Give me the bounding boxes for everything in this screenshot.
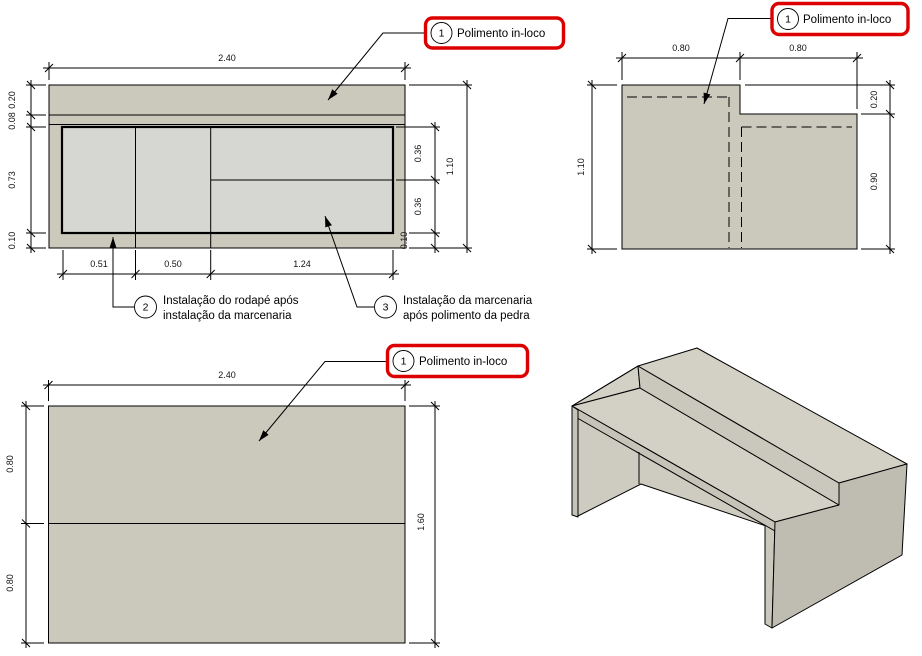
iso-left-silhouette-edge: [571, 365, 639, 407]
plan-dim-right: 1.60: [409, 401, 440, 648]
keynote-number-bubble: [374, 295, 397, 319]
dim-front-seg2: 0.50: [164, 259, 182, 269]
callout-keynote-box[interactable]: [423, 16, 566, 50]
dim-side-front-height: 0.90: [869, 173, 879, 191]
keynote-number-bubble: [777, 8, 799, 30]
side-stone-profile: [621, 84, 858, 250]
plan-view: 2.40 0.80 0.80 1.60: [5, 370, 440, 648]
side-elevation-view: 0.80 0.80 1.10 0.20 0.90: [576, 43, 895, 254]
front-panel-dividers: [135, 128, 392, 248]
dim-side-total-height: 1.10: [576, 158, 586, 176]
keynote-label-line2: instalação da marcenaria: [163, 310, 292, 322]
callout-rodape[interactable]: 2 Instalação do rodapé após instalação d…: [109, 237, 299, 322]
dim-front-seg1: 0.51: [90, 259, 108, 269]
callout-polimento-side[interactable]: 1 Polimento in-loco: [703, 1, 910, 105]
callout-polimento-plan[interactable]: 1 Polimento in-loco: [258, 343, 530, 442]
callout-marcenaria[interactable]: 3 Instalação da marcenaria após poliment…: [324, 215, 533, 322]
iso-right-panel-outer-face: [771, 463, 908, 629]
dim-front-slab: 0.08: [7, 112, 17, 130]
callout-leader: [703, 18, 772, 105]
keynote-number-bubble: [430, 22, 453, 44]
keynote-label: Polimento in-loco: [419, 356, 507, 368]
dim-plan-total-width: 2.40: [218, 370, 236, 380]
dim-plan-total-depth: 1.60: [416, 513, 426, 531]
keynote-number: 1: [785, 14, 791, 26]
keynote-label-line1: Instalação do rodapé após: [163, 295, 299, 307]
plan-stone-top: [48, 405, 406, 644]
callout-leader: [109, 237, 135, 308]
side-dim-left: 1.10: [576, 80, 617, 254]
dim-plan-back-depth: 0.80: [5, 455, 15, 473]
dim-front-total-width: 2.40: [218, 53, 236, 63]
keynote-number: 1: [401, 356, 407, 368]
iso-left-panel-edge: [571, 405, 579, 518]
dim-front-base-right: 0.10: [399, 232, 409, 250]
front-dim-right-inner: 0.36 0.36 0.10: [396, 122, 440, 253]
keynote-number-bubble: [134, 295, 157, 319]
callout-polimento-front[interactable]: 1 Polimento in-loco: [327, 16, 566, 101]
dim-side-step: 0.20: [869, 91, 879, 109]
dim-front-seg3: 1.24: [293, 259, 311, 269]
plan-dim-top: 2.40: [43, 370, 411, 401]
front-elevation-view: 2.40 0.20 0.08 0.73 0.10 0.36: [7, 53, 472, 280]
side-dim-right: 0.20 0.90: [745, 80, 895, 254]
callout-leader: [327, 32, 425, 101]
keynote-label: Polimento in-loco: [457, 28, 545, 40]
callout-keynote-box[interactable]: [770, 1, 910, 37]
dim-front-panel-upper: 0.36: [413, 145, 423, 163]
dim-front-base-left: 0.10: [7, 232, 17, 250]
callout-leader: [324, 215, 374, 308]
keynote-number: 1: [439, 28, 445, 40]
keynote-label: Polimento in-loco: [803, 14, 891, 26]
keynote-label-line1: Instalação da marcenaria: [403, 295, 533, 307]
dim-plan-front-depth: 0.80: [5, 574, 15, 592]
callout-keynote-box[interactable]: [385, 343, 530, 379]
keynote-number: 2: [143, 302, 149, 314]
front-dim-top: 2.40: [43, 53, 411, 80]
front-dim-left: 0.20 0.08 0.73 0.10: [7, 80, 46, 253]
front-dim-right-outer: 1.10: [409, 80, 472, 253]
dim-front-top-band: 0.20: [7, 91, 17, 109]
keynote-number-bubble: [392, 350, 415, 372]
plan-dim-left: 0.80 0.80: [5, 401, 44, 648]
isometric-3d-view: [571, 347, 908, 629]
dim-side-front-depth: 0.80: [789, 43, 807, 53]
side-dim-top: 0.80 0.80: [616, 43, 863, 109]
side-hidden-lines: [627, 96, 852, 248]
dim-side-back-depth: 0.80: [672, 43, 690, 53]
keynote-label-line2: após polimento da pedra: [403, 310, 530, 322]
keynote-number: 3: [383, 302, 389, 314]
dim-front-opening: 0.73: [7, 171, 17, 189]
dim-front-total-height: 1.10: [445, 158, 455, 176]
dim-front-panel-lower: 0.36: [413, 198, 423, 216]
callout-leader: [258, 361, 387, 442]
front-dim-bottom: 0.51 0.50 1.24: [57, 250, 399, 280]
